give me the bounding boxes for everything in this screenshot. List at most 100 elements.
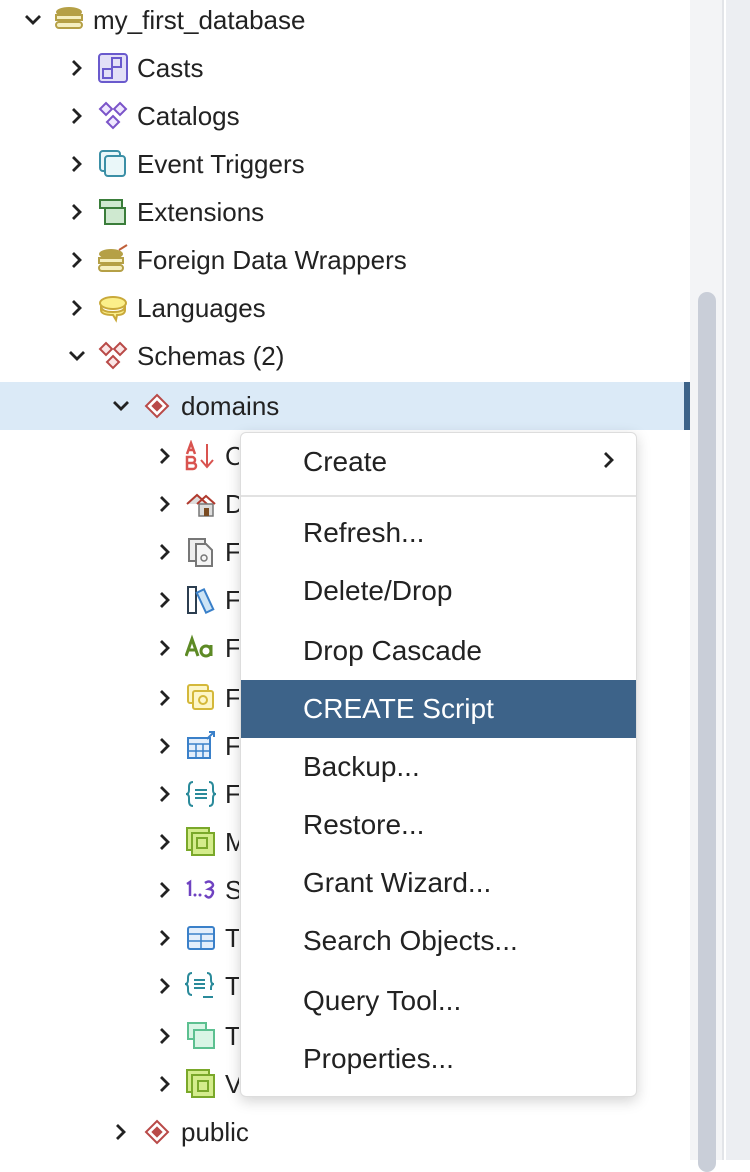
fts-parsers-icon <box>185 632 217 664</box>
tree-item-languages[interactable]: Languages <box>0 284 690 332</box>
menu-item-properties[interactable]: Properties... <box>241 1030 636 1088</box>
tables-icon <box>185 922 217 954</box>
tree-item-schema-public[interactable]: public <box>0 1108 690 1156</box>
tree-item-sequences[interactable]: Sequences <box>0 866 690 914</box>
tree-item-trigger-functions[interactable]: Trigger Functions <box>0 962 690 1010</box>
chevron-right-icon[interactable] <box>155 542 175 562</box>
menu-item-label: Properties... <box>303 1043 454 1074</box>
menu-item-label: Refresh... <box>303 517 425 548</box>
menu-item-search-objects[interactable]: Search Objects... <box>241 912 636 970</box>
chevron-right-icon[interactable] <box>111 1122 131 1142</box>
chevron-right-icon[interactable] <box>67 250 87 270</box>
chevron-right-icon[interactable] <box>155 880 175 900</box>
domains-icon <box>185 488 217 520</box>
tree-item-tables[interactable]: Tables <box>0 914 690 962</box>
database-icon <box>53 4 85 36</box>
languages-icon <box>97 292 129 324</box>
chevron-right-icon[interactable] <box>155 784 175 804</box>
menu-item-create-script[interactable]: CREATE Script <box>241 680 636 738</box>
schema-icon <box>141 1116 173 1148</box>
chevron-down-icon[interactable] <box>23 10 43 30</box>
menu-item-grant-wizard[interactable]: Grant Wizard... <box>241 854 636 912</box>
trigger-functions-icon <box>185 970 217 1002</box>
tree-item-label: Materialized Views <box>225 826 239 857</box>
menu-item-query-tool[interactable]: Query Tool... <box>241 972 636 1030</box>
tree-item-views[interactable]: Views <box>0 1060 690 1108</box>
foreign-tables-icon <box>185 730 217 762</box>
tree-item-fts-templates[interactable]: FTS Templates <box>0 674 690 722</box>
tree-item-label: Tables <box>225 922 239 953</box>
menu-item-restore[interactable]: Restore... <box>241 796 636 854</box>
tree-item-event-triggers[interactable]: Event Triggers <box>0 140 690 188</box>
chevron-right-icon[interactable] <box>67 106 87 126</box>
chevron-right-icon[interactable] <box>155 976 175 996</box>
tree-item-materialized-views[interactable]: Materialized Views <box>0 818 690 866</box>
tree-item-label: Foreign Data Wrappers <box>137 244 407 275</box>
tree-item-label: Extensions <box>137 196 265 227</box>
tree-item-label: Sequences <box>225 874 239 905</box>
scrollbar-track[interactable] <box>690 0 724 1172</box>
chevron-right-icon[interactable] <box>155 446 175 466</box>
menu-item-backup[interactable]: Backup... <box>241 738 636 796</box>
extensions-icon <box>97 196 129 228</box>
tree-item-types[interactable]: Types <box>0 1012 690 1060</box>
fts-configurations-icon <box>185 536 217 568</box>
materialized-views-icon <box>185 826 217 858</box>
chevron-right-icon[interactable] <box>67 58 87 78</box>
chevron-right-icon[interactable] <box>155 590 175 610</box>
casts-icon <box>97 52 129 84</box>
submenu-chevron-icon <box>602 448 616 476</box>
chevron-down-icon[interactable] <box>111 396 131 416</box>
chevron-right-icon[interactable] <box>155 1026 175 1046</box>
menu-item-label: CREATE Script <box>303 693 494 724</box>
tree-item-schemas[interactable]: Schemas (2) <box>0 332 690 380</box>
chevron-right-icon[interactable] <box>155 928 175 948</box>
menu-separator <box>241 495 636 497</box>
chevron-right-icon[interactable] <box>67 154 87 174</box>
tree-item-catalogs[interactable]: Catalogs <box>0 92 690 140</box>
tree-item-functions[interactable]: Functions <box>0 770 690 818</box>
tree-item-fts-dictionaries[interactable]: FTS Dictionaries <box>0 576 690 624</box>
scrollbar-thumb[interactable] <box>698 292 716 1172</box>
catalogs-icon <box>97 100 129 132</box>
tree-item-label: Foreign Tables <box>225 730 239 761</box>
fts-dictionaries-icon <box>185 584 217 616</box>
tree-item-domains[interactable]: Domains <box>0 480 690 528</box>
tree-item-foreign-data-wrappers[interactable]: Foreign Data Wrappers <box>0 236 690 284</box>
event-triggers-icon <box>97 148 129 180</box>
chevron-right-icon[interactable] <box>155 736 175 756</box>
tree-item-collations[interactable]: Collations <box>0 432 690 480</box>
chevron-right-icon[interactable] <box>155 1074 175 1094</box>
tree-item-label: Languages <box>137 292 266 323</box>
chevron-right-icon[interactable] <box>155 832 175 852</box>
menu-item-label: Backup... <box>303 751 420 782</box>
menu-item-drop-cascade[interactable]: Drop Cascade <box>241 622 636 680</box>
tree-item-fts-parsers[interactable]: FTS Parsers <box>0 624 690 672</box>
tree-item-label: Domains <box>225 488 239 519</box>
tree-item-extensions[interactable]: Extensions <box>0 188 690 236</box>
tree-item-label: FTS Dictionaries <box>225 584 239 615</box>
tree-item-label: public <box>181 1116 249 1147</box>
chevron-right-icon[interactable] <box>155 688 175 708</box>
tree-item-label: Casts <box>137 52 204 83</box>
chevron-right-icon[interactable] <box>155 494 175 514</box>
tree-item-label: Event Triggers <box>137 148 305 179</box>
chevron-right-icon[interactable] <box>67 298 87 318</box>
menu-item-create[interactable]: Create <box>241 433 636 491</box>
tree-item-schema-domains[interactable]: domains <box>0 382 690 430</box>
tree-item-foreign-tables[interactable]: Foreign Tables <box>0 722 690 770</box>
tree-item-label: domains <box>181 390 280 421</box>
menu-item-refresh[interactable]: Refresh... <box>241 504 636 562</box>
tree-item-casts[interactable]: Casts <box>0 44 690 92</box>
tree-item-fts-configurations[interactable]: FTS Configurations <box>0 528 690 576</box>
menu-item-label: Query Tool... <box>303 985 462 1016</box>
chevron-right-icon[interactable] <box>155 638 175 658</box>
tree-item-database[interactable]: my_first_database <box>0 0 690 44</box>
tree-item-label: Trigger Functions <box>225 970 239 1001</box>
tree-item-label: Types <box>225 1020 239 1051</box>
chevron-down-icon[interactable] <box>67 346 87 366</box>
menu-item-delete-drop[interactable]: Delete/Drop <box>241 562 636 620</box>
chevron-right-icon[interactable] <box>67 202 87 222</box>
menu-item-label: Drop Cascade <box>303 635 482 666</box>
